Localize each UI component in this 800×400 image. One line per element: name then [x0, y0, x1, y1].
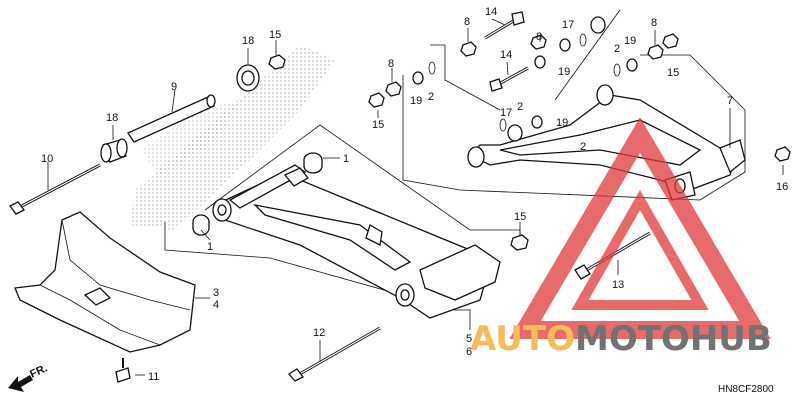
swing-arm	[212, 164, 501, 319]
callout-16: 16	[776, 181, 788, 193]
swing-arm-bolt	[288, 326, 381, 382]
pivot-bolt	[9, 163, 101, 215]
callout-19a: 19	[410, 95, 422, 107]
callout-1a: 1	[343, 153, 349, 165]
callout-14b: 14	[500, 49, 512, 61]
leader-lines	[47, 18, 784, 376]
callout-17b: 17	[500, 107, 512, 119]
callout-labels: 1 1 2 2 2 2 3 4 5 6 7 8 8 8 8 9 10 11 12…	[41, 6, 788, 383]
callout-15d: 15	[667, 67, 679, 79]
diagram-code: HN8CF2800	[718, 384, 774, 395]
callout-15c: 15	[372, 119, 384, 131]
collar-left	[100, 138, 128, 163]
dust-seal-top	[236, 64, 260, 92]
callout-18b: 18	[106, 112, 118, 124]
callout-4: 4	[213, 299, 219, 311]
callout-18a: 18	[242, 35, 254, 47]
callout-1b: 1	[207, 241, 213, 253]
pivot-pipe	[127, 94, 216, 143]
callout-19b: 19	[558, 66, 570, 78]
callout-6: 6	[466, 346, 472, 358]
upper-bolts	[484, 11, 529, 92]
callout-7: 7	[727, 95, 733, 107]
bushing-parts	[192, 152, 323, 236]
shock-bolt	[574, 231, 651, 280]
nut-15-mid	[510, 234, 529, 251]
callout-5: 5	[466, 333, 472, 345]
callout-3: 3	[213, 287, 219, 299]
callout-2a: 2	[428, 91, 434, 103]
callout-2b: 2	[517, 101, 523, 113]
watermark-auto: AUTO	[470, 319, 575, 359]
watermark-logo: AUTOMOTOHUB	[470, 117, 772, 359]
nut-15-top	[268, 54, 286, 70]
front-direction-arrow: FR.	[8, 362, 49, 392]
callout-8d: 8	[651, 17, 657, 29]
callout-9: 9	[171, 81, 177, 93]
skid-plate	[14, 211, 196, 353]
watermark-text: AUTOMOTOHUB	[470, 319, 772, 359]
callout-12: 12	[313, 327, 325, 339]
callout-17a: 17	[562, 19, 574, 31]
watermark-hub: HUB	[690, 319, 772, 359]
callout-15a: 15	[269, 29, 281, 41]
callout-19c: 19	[624, 35, 636, 47]
callout-8c: 8	[536, 31, 542, 43]
assembly-outlines	[164, 9, 746, 330]
callout-11: 11	[148, 371, 159, 383]
callout-14a: 14	[485, 6, 497, 18]
callout-13: 13	[612, 279, 624, 291]
callout-10: 10	[41, 153, 53, 165]
callout-2c: 2	[580, 141, 586, 153]
watermark-moto: MOTO	[575, 319, 690, 359]
flange-bolt-small	[115, 358, 131, 383]
callout-2d: 2	[614, 43, 620, 55]
callout-19d: 19	[556, 117, 568, 129]
callout-15b: 15	[514, 211, 526, 223]
frame-shading	[130, 45, 335, 230]
front-direction-label: FR.	[28, 362, 49, 380]
small-hardware	[368, 16, 791, 162]
callout-8b: 8	[388, 58, 394, 70]
callout-8a: 8	[464, 16, 470, 28]
